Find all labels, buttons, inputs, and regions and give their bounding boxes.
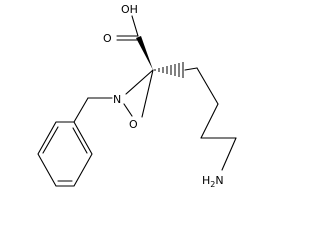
bond-ring-o-c: [141, 69, 154, 118]
bond-chain-2: [200, 103, 219, 139]
label-amine-h: H2N: [202, 174, 224, 189]
bond-chain-5: [184, 67, 198, 71]
phenyl-ring: [37, 121, 93, 187]
bond-ring-n-o: [123, 103, 133, 117]
bond-chain-4: [221, 137, 237, 171]
label-ring-o: O: [129, 118, 138, 131]
hash-bond-side-chain: [154, 62, 184, 78]
bond-chain-1: [196, 67, 219, 105]
wedge-bond-carboxyl: [136, 36, 153, 70]
bond-ring-c-n: [125, 69, 154, 95]
label-ring-n: N: [113, 93, 121, 106]
bond-ch2-phenyl: [73, 97, 89, 123]
label-carboxyl-oh: OH: [121, 3, 138, 16]
label-carbonyl-o: O: [103, 32, 112, 45]
molecule-structure: OH O N O H2N: [37, 3, 237, 189]
bond-c-oh: [131, 15, 139, 37]
